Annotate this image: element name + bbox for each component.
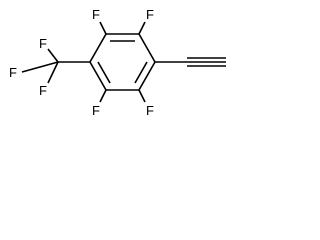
ring-bond-c4-c5 [89,61,107,91]
ring-bond-c6-c1-inner [134,61,148,84]
bond-cf3-f-bottom [47,61,59,84]
bond-c5-f [99,89,107,103]
cf3-fluorine-top: F [39,36,47,51]
cf3-fluorine-bottom: F [39,83,47,98]
molecule-structure: F F F F F F F [9,7,226,118]
ring-bond-c3-c4 [89,33,107,63]
bond-c6-f [138,89,146,103]
ring-fluorine-bottom-right: F [146,103,154,118]
ring-bond-c4-c5-inner [97,61,111,84]
bond-c3-f [99,21,107,35]
ring-fluorine-top-right: F [146,7,154,22]
ring-bond-c1-c2 [138,33,156,63]
bond-cf3-f-top [47,48,59,63]
bond-cf3-f-left [21,61,59,73]
cf3-fluorine-left: F [9,65,17,80]
bond-c2-f [138,21,146,35]
ring-bond-c6-c1 [138,61,156,91]
ring-fluorine-top-left: F [92,7,100,22]
ring-fluorine-bottom-left: F [92,103,100,118]
